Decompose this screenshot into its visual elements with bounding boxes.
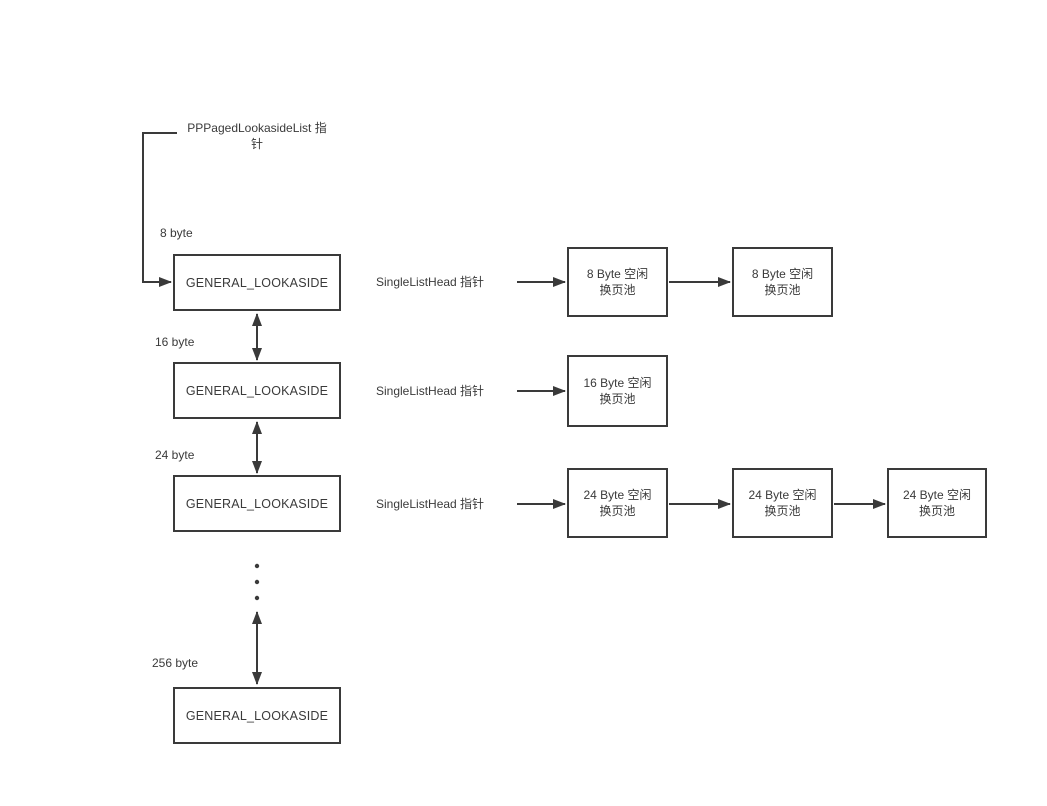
pool-box-24byte-2: 24 Byte 空闲 换页池 [732,468,833,538]
general-lookaside-box-16byte: GENERAL_LOOKASIDE [173,362,341,419]
root-pointer-label: PPPagedLookasideList 指 针 [177,120,337,152]
ellipsis-dot [254,595,260,601]
general-lookaside-label: GENERAL_LOOKASIDE [185,275,329,290]
pool-box-label-line1: 24 Byte 空闲 [583,488,652,502]
pool-box-label-line1: 8 Byte 空闲 [586,267,649,281]
pool-box-label-line2: 换页池 [599,504,636,518]
general-lookaside-box-24byte: GENERAL_LOOKASIDE [173,475,341,532]
pool-box-label-line2: 换页池 [918,504,955,518]
pool-box-label-line2: 换页池 [599,392,636,406]
root-pointer-label-line1: PPPagedLookasideList 指 [187,121,327,135]
general-lookaside-box-256byte: GENERAL_LOOKASIDE [173,687,341,744]
singlelisthead-label-24byte: SingleListHead 指针 [376,497,485,511]
pool-box-24byte-1: 24 Byte 空闲 换页池 [567,468,668,538]
pool-box-label-line1: 16 Byte 空闲 [583,376,652,390]
pool-box-8byte-2: 8 Byte 空闲 换页池 [732,247,833,317]
size-label-256byte: 256 byte [152,656,199,670]
pool-box-label-line1: 24 Byte 空闲 [748,488,817,502]
root-pointer-label-line2: 针 [250,137,263,151]
pool-box-label-line2: 换页池 [764,504,801,518]
ellipsis-dot [254,579,260,585]
general-lookaside-label: GENERAL_LOOKASIDE [185,496,329,511]
general-lookaside-label: GENERAL_LOOKASIDE [185,383,329,398]
size-label-16byte: 16 byte [155,335,195,349]
ellipsis-dot [254,563,260,569]
pool-box-8byte-1: 8 Byte 空闲 换页池 [567,247,668,317]
size-label-8byte: 8 byte [160,226,193,240]
pool-box-24byte-3: 24 Byte 空闲 换页池 [887,468,987,538]
pool-box-16byte-1: 16 Byte 空闲 换页池 [567,355,668,427]
root-pointer-connector [142,132,177,287]
pool-box-label-line2: 换页池 [599,283,636,297]
pool-box-label-line1: 8 Byte 空闲 [751,267,814,281]
size-label-24byte: 24 byte [155,448,195,462]
singlelisthead-label-16byte: SingleListHead 指针 [376,384,485,398]
general-lookaside-label: GENERAL_LOOKASIDE [185,708,329,723]
general-lookaside-box-8byte: GENERAL_LOOKASIDE [173,254,341,311]
pool-box-label-line1: 24 Byte 空闲 [902,488,972,502]
pool-box-label-line2: 换页池 [764,283,801,297]
singlelisthead-label-8byte: SingleListHead 指针 [376,275,485,289]
